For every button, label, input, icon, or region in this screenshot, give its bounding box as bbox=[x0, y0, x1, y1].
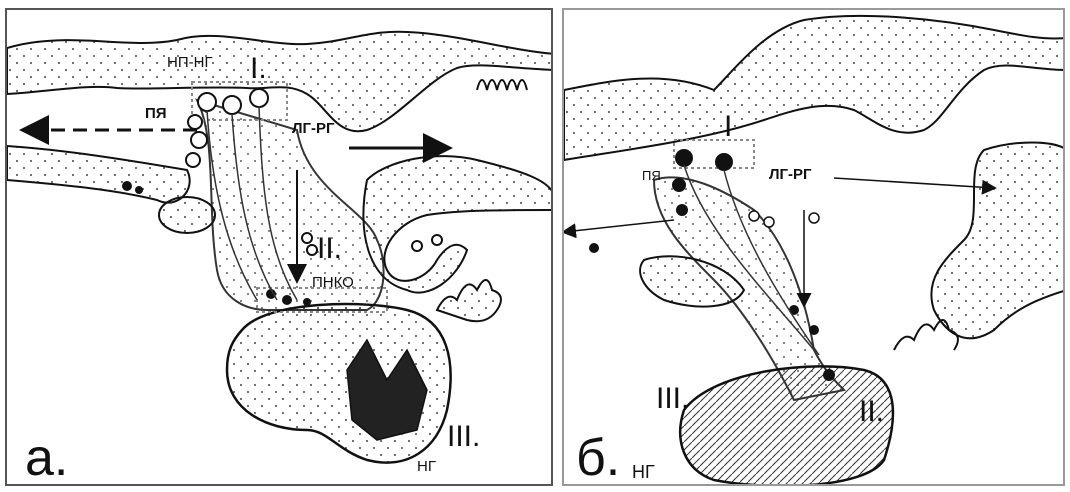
label-b-roman-1: I bbox=[724, 110, 732, 144]
blob-left bbox=[159, 197, 215, 233]
panel-a-drawing bbox=[7, 10, 553, 486]
lobe-right bbox=[363, 156, 553, 293]
panel-letter-b: б. bbox=[576, 428, 620, 486]
lobe-right-b bbox=[931, 143, 1065, 339]
label-b-roman-3: III. bbox=[656, 382, 689, 416]
label-ng: НГ bbox=[417, 458, 436, 475]
label-roman-2: II. bbox=[317, 232, 342, 266]
label-roman-3: III. bbox=[447, 420, 480, 454]
arrow-right-b bbox=[834, 178, 994, 188]
process-curly bbox=[437, 280, 501, 321]
label-b-pya: ПЯ bbox=[642, 168, 661, 183]
arrow-left-b bbox=[564, 220, 674, 232]
panel-a: НП-НГ I. ПЯ ЛГ-РГ II. ПНКО III. НГ а. bbox=[5, 8, 553, 486]
label-lg-rg: ЛГ-РГ bbox=[292, 120, 335, 137]
label-roman-1: I. bbox=[250, 52, 267, 86]
label-pya: ПЯ bbox=[145, 105, 167, 122]
label-pnko: ПНКО bbox=[312, 274, 354, 291]
band-left bbox=[7, 146, 190, 203]
panel-b-drawing bbox=[564, 10, 1065, 486]
label-b-roman-2: II. bbox=[859, 395, 884, 429]
label-b-lg-rg: ЛГ-РГ bbox=[769, 166, 812, 183]
cortex-top bbox=[7, 32, 553, 131]
label-b-ng: НГ bbox=[632, 462, 655, 483]
gyri-curls bbox=[477, 80, 527, 90]
panel-b: I ПЯ ЛГ-РГ III. II. б. НГ bbox=[562, 8, 1065, 486]
panel-letter-a: а. bbox=[25, 428, 68, 486]
cortex-top-b bbox=[564, 16, 1065, 160]
label-np-ng: НП-НГ bbox=[167, 54, 213, 71]
